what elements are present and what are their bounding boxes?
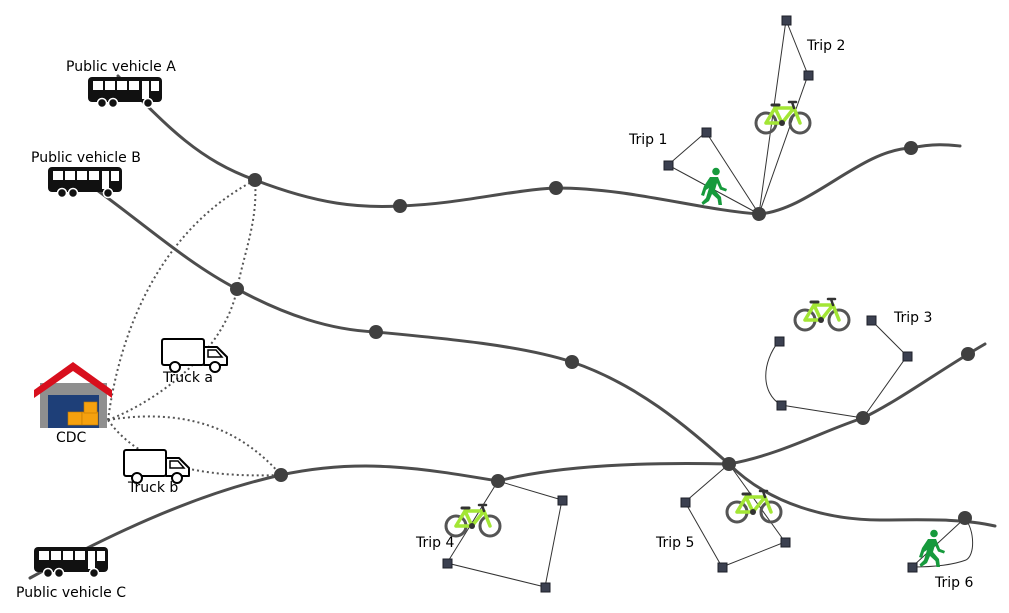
trip-6-route <box>911 517 974 568</box>
route-public-vehicle-a <box>116 74 962 216</box>
label-public-vehicle-a: Public vehicle A <box>66 59 176 75</box>
truck-icon-truck-a <box>161 338 228 373</box>
label-trip-4: Trip 4 <box>415 535 454 551</box>
bicycle-icon-trip-3 <box>793 297 851 332</box>
label-trip-3: Trip 3 <box>893 310 932 326</box>
label-truck-b: Truck b <box>127 480 178 496</box>
bus-icon-public-vehicle-c <box>33 546 109 579</box>
trip-5-route <box>684 463 786 568</box>
public-routes <box>28 74 997 580</box>
walking-person-icon-trip-1 <box>701 167 727 205</box>
label-trip-1: Trip 1 <box>628 132 667 148</box>
customer-locations <box>442 15 918 593</box>
warehouse-icon <box>34 362 112 428</box>
truck-routes <box>107 179 282 477</box>
walking-person-icon-trip-6 <box>919 529 945 567</box>
label-trip-6: Trip 6 <box>934 575 973 591</box>
bicycle-icon-trip-2 <box>754 100 812 135</box>
label-trip-5: Trip 5 <box>655 535 694 551</box>
trip-3-route <box>765 319 908 419</box>
label-cdc: CDC <box>56 430 87 446</box>
label-public-vehicle-c: Public vehicle C <box>16 585 126 601</box>
bus-icon-public-vehicle-a <box>87 76 163 109</box>
label-public-vehicle-b: Public vehicle B <box>31 150 141 166</box>
route-stops <box>230 141 975 525</box>
truck-icon-truck-b <box>123 449 190 484</box>
trip-2-route <box>758 18 809 215</box>
label-trip-2: Trip 2 <box>806 38 845 54</box>
bus-icon-public-vehicle-b <box>47 166 123 199</box>
label-truck-a: Truck a <box>162 370 213 386</box>
